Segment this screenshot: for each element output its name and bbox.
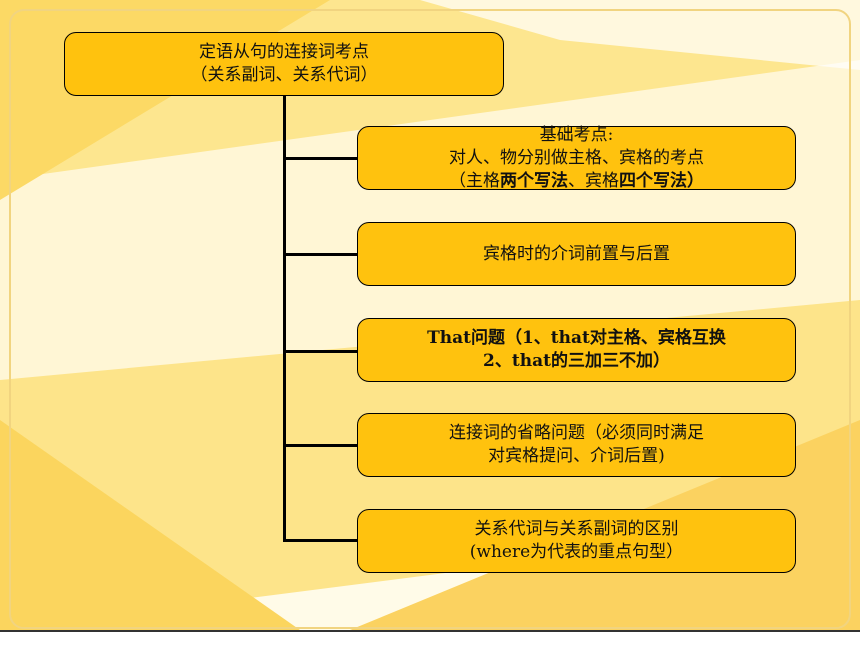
node-omission-line1: 连接词的省略问题（必须同时满足 xyxy=(449,423,704,443)
branch-line-1 xyxy=(283,157,358,160)
root-title: 定语从句的连接词考点 xyxy=(199,42,369,62)
node-omission-line2: 对宾格提问、介词后置) xyxy=(488,446,665,466)
node-that-question-line1: That问题（1、that对主格、宾格互换 xyxy=(427,328,726,348)
node-basic-points[interactable]: 基础考点: 对人、物分别做主格、宾格的考点 （主格两个写法、宾格四个写法） xyxy=(357,124,796,193)
detail-part-c: 、宾格 xyxy=(568,170,619,191)
detail-part-b: 两个写法 xyxy=(500,170,568,191)
node-pronoun-vs-adverb-line2: (where为代表的重点句型） xyxy=(469,542,684,562)
branch-line-5 xyxy=(283,539,358,542)
detail-part-d: 四个写法） xyxy=(619,170,704,191)
node-pronoun-vs-adverb[interactable]: 关系代词与关系副词的区别 (where为代表的重点句型） xyxy=(357,509,796,573)
branch-line-4 xyxy=(283,444,358,447)
detail-part-a: （主格 xyxy=(449,170,500,191)
node-preposition-position[interactable]: 宾格时的介词前置与后置 xyxy=(357,222,796,286)
node-basic-points-desc: 对人、物分别做主格、宾格的考点 xyxy=(449,147,704,168)
branch-line-3 xyxy=(283,350,358,353)
root-subtitle: （关系副词、关系代词） xyxy=(190,65,378,85)
trunk-line xyxy=(283,95,286,542)
node-that-question-line2: 2、that的三加三不加） xyxy=(483,351,670,371)
node-preposition-position-label: 宾格时的介词前置与后置 xyxy=(483,243,670,264)
bottom-border xyxy=(0,630,860,645)
node-pronoun-vs-adverb-line1: 关系代词与关系副词的区别 xyxy=(474,519,679,539)
root-node[interactable]: 定语从句的连接词考点 （关系副词、关系代词） xyxy=(64,32,504,96)
node-omission[interactable]: 连接词的省略问题（必须同时满足 对宾格提问、介词后置) xyxy=(357,413,796,477)
node-basic-points-detail: （主格两个写法、宾格四个写法） xyxy=(449,170,704,193)
node-basic-points-heading: 基础考点: xyxy=(539,124,614,145)
branch-line-2 xyxy=(283,253,358,256)
node-that-question[interactable]: That问题（1、that对主格、宾格互换 2、that的三加三不加） xyxy=(357,318,796,382)
